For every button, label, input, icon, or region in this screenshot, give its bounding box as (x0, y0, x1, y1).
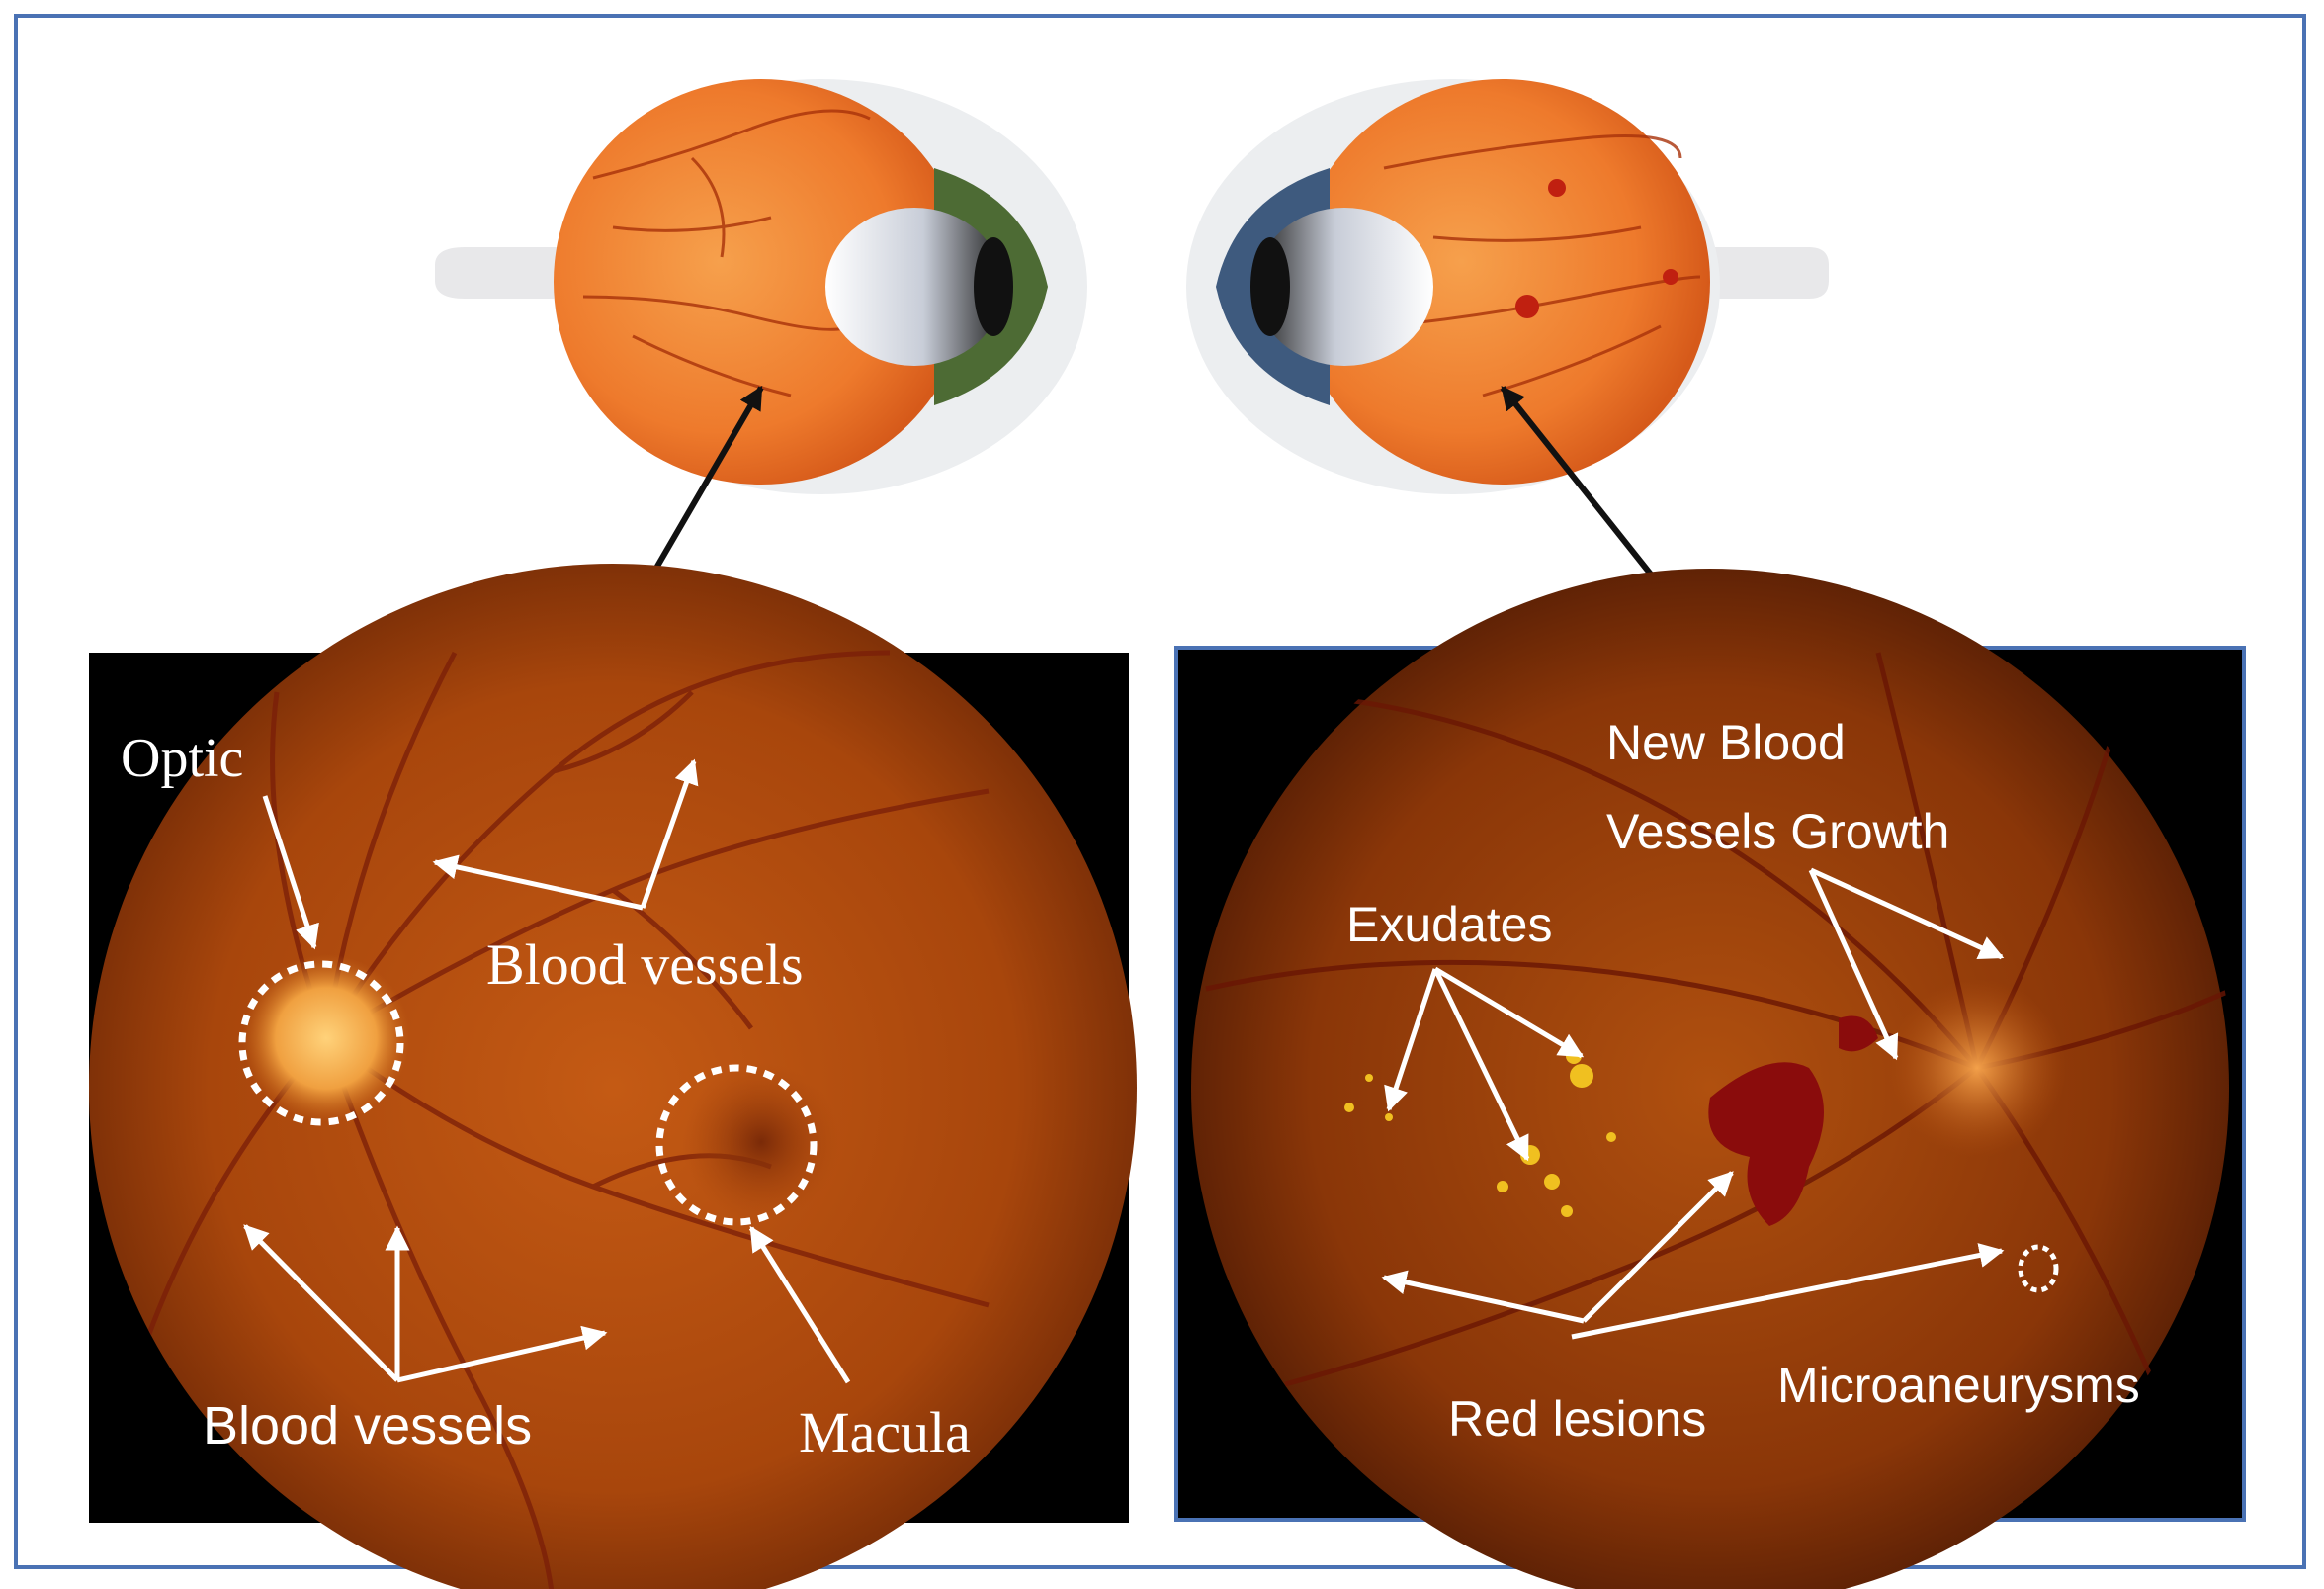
microaneurysm-marker (2018, 1244, 2059, 1293)
diseased-optic-disc (1888, 979, 2066, 1157)
healthy-eye-icon (435, 79, 1087, 494)
microaneurysms-label: Microaneurysms (1777, 1358, 2140, 1413)
diseased-eye-icon (1186, 79, 1829, 494)
new-blood-label-line2: Vessels Growth (1606, 804, 1949, 859)
optic-disc-marker (238, 960, 404, 1126)
blood-vessel-arrow-a (432, 854, 644, 911)
blood-vessels-top-label: Blood vessels (486, 932, 804, 997)
optic-disc (242, 954, 410, 1122)
hemorrhage-lesion (1708, 1062, 1824, 1226)
microaneurysms-arrow (1571, 1243, 2005, 1340)
diseased-fundus-panel: New Blood Vessels Growth Exudates Red le… (1174, 569, 2246, 1589)
new-vessels-arrow-b (1809, 867, 2005, 960)
red-lesions-arrow-b (1582, 1171, 1734, 1323)
exudates-arrow-b (1432, 967, 1530, 1162)
optic-pointer-arrow (262, 795, 319, 950)
new-vessels-arrow-a (1808, 868, 1899, 1061)
blood-vessels-bottom-label: Blood vessels (203, 1396, 532, 1456)
red-lesions-arrow-a (1381, 1270, 1585, 1324)
healthy-fundus-panel: Optic Blood vessels Blood vessels Macula (89, 564, 1137, 1589)
exudates-arrow-c (1433, 966, 1585, 1059)
blood-vessel-arrow-c (243, 1224, 399, 1382)
red-lesions-label: Red lesions (1448, 1391, 1706, 1447)
exudates-label: Exudates (1346, 897, 1552, 952)
hemorrhage-lesion-small (1839, 1015, 1878, 1052)
macula-pointer-arrow (748, 1225, 851, 1384)
macula-label: Macula (799, 1400, 971, 1464)
blood-vessel-arrow-e (396, 1325, 608, 1383)
optic-label: Optic (121, 728, 243, 789)
exudates-arrow-a (1384, 968, 1438, 1112)
blood-vessel-arrow-b (640, 758, 699, 909)
macula-marker (655, 1064, 818, 1226)
new-blood-label-line1: New Blood (1606, 715, 1846, 770)
